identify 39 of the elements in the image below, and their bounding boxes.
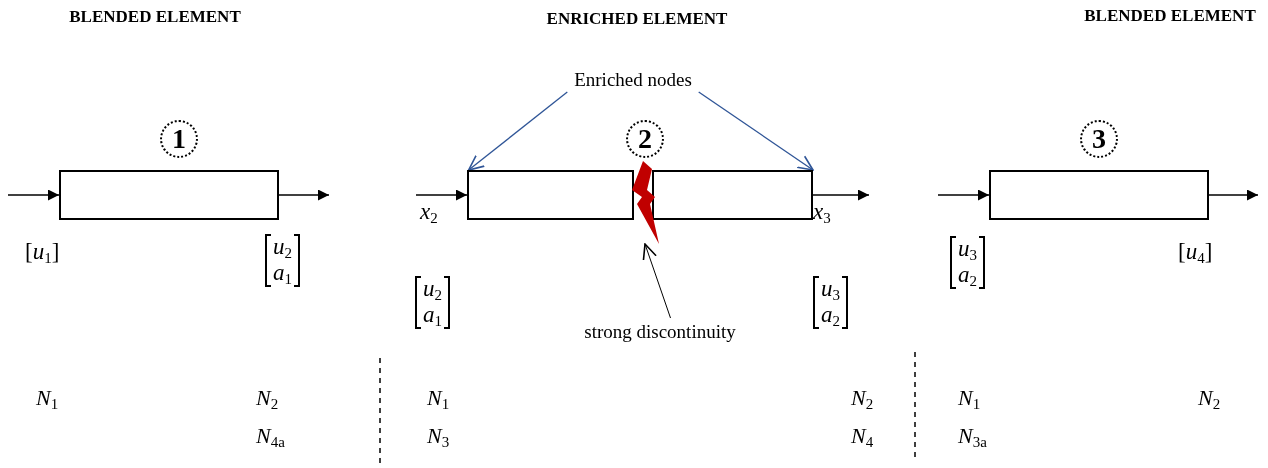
column-vector: u$_{3}$ a$_{2}$ [957,236,978,289]
arrow [415,189,468,201]
math-symbol: [u$_{4}$] [1178,238,1213,267]
math-symbol: x$_{2}$ [420,198,438,227]
element-bar [989,170,1209,220]
leader-arrow [698,91,814,171]
shape-function-label: N$_{2}$ [256,384,279,412]
arrow [1208,189,1259,201]
element-bar [59,170,279,220]
section-title: ENRICHED ELEMENT [545,8,729,30]
arrow [937,189,990,201]
shape-function-label: N$_{2}$ [851,384,874,412]
shape-function-label: N$_{2}$ [1198,384,1221,412]
element-bar [652,170,813,220]
column-vector: u$_{3}$ a$_{2}$ [820,276,841,329]
shape-function-label: N$_{1}$ [958,384,981,412]
circled-number: 1 [160,120,198,158]
section-title: BLENDED ELEMENT [1083,5,1257,27]
section-title: BLENDED ELEMENT [68,6,242,28]
circled-number: 2 [626,120,664,158]
arrow [278,189,330,201]
column-vector: u$_{2}$ a$_{1}$ [422,276,443,329]
shape-function-label: N$_{1}$ [427,384,450,412]
shape-function-label: N$_{3a}$ [958,422,987,450]
shape-function-label: N$_{3}$ [427,422,450,450]
arrow [812,189,870,201]
leader-arrow [467,91,568,171]
column-vector: u$_{2}$ a$_{1}$ [272,234,293,287]
math-symbol: x$_{3}$ [813,198,831,227]
arrow [7,189,60,201]
callout-text: Enriched nodes [560,66,706,92]
element-bar [467,170,634,220]
circled-number: 3 [1080,120,1118,158]
shape-function-label: N$_{4a}$ [256,422,285,450]
callout-text: strong discontinuity [555,318,765,344]
math-symbol: [u$_{1}$] [25,238,60,267]
shape-function-label: N$_{4}$ [851,422,874,450]
leader-arrow [642,243,671,319]
shape-function-label: N$_{1}$ [36,384,59,412]
